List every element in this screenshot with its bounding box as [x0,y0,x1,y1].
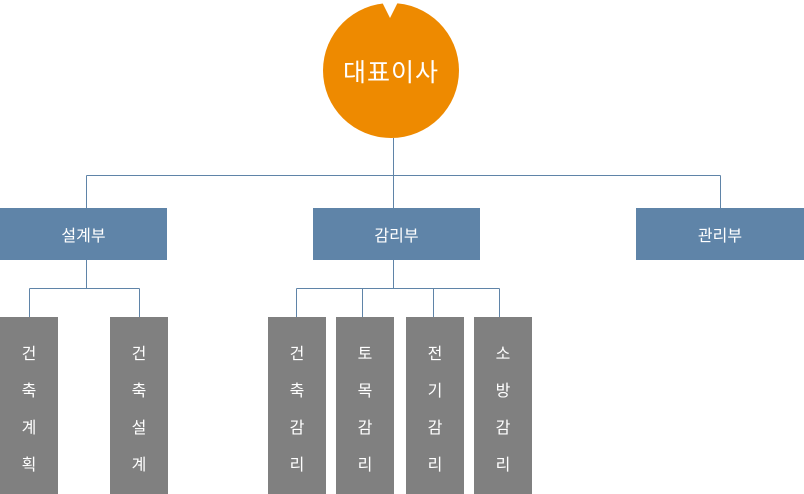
ceo-node: 대표이사 [323,3,459,138]
ceo-notch [381,0,399,18]
department-label: 설계부 [61,226,106,245]
ceo-label: 대표이사 [342,57,439,87]
department-design: 설계부 [0,208,167,260]
department-label: 감리부 [374,226,419,245]
department-label: 관리부 [697,226,743,245]
department-supervision: 감리부 [313,208,480,260]
department-management: 관리부 [636,208,804,260]
